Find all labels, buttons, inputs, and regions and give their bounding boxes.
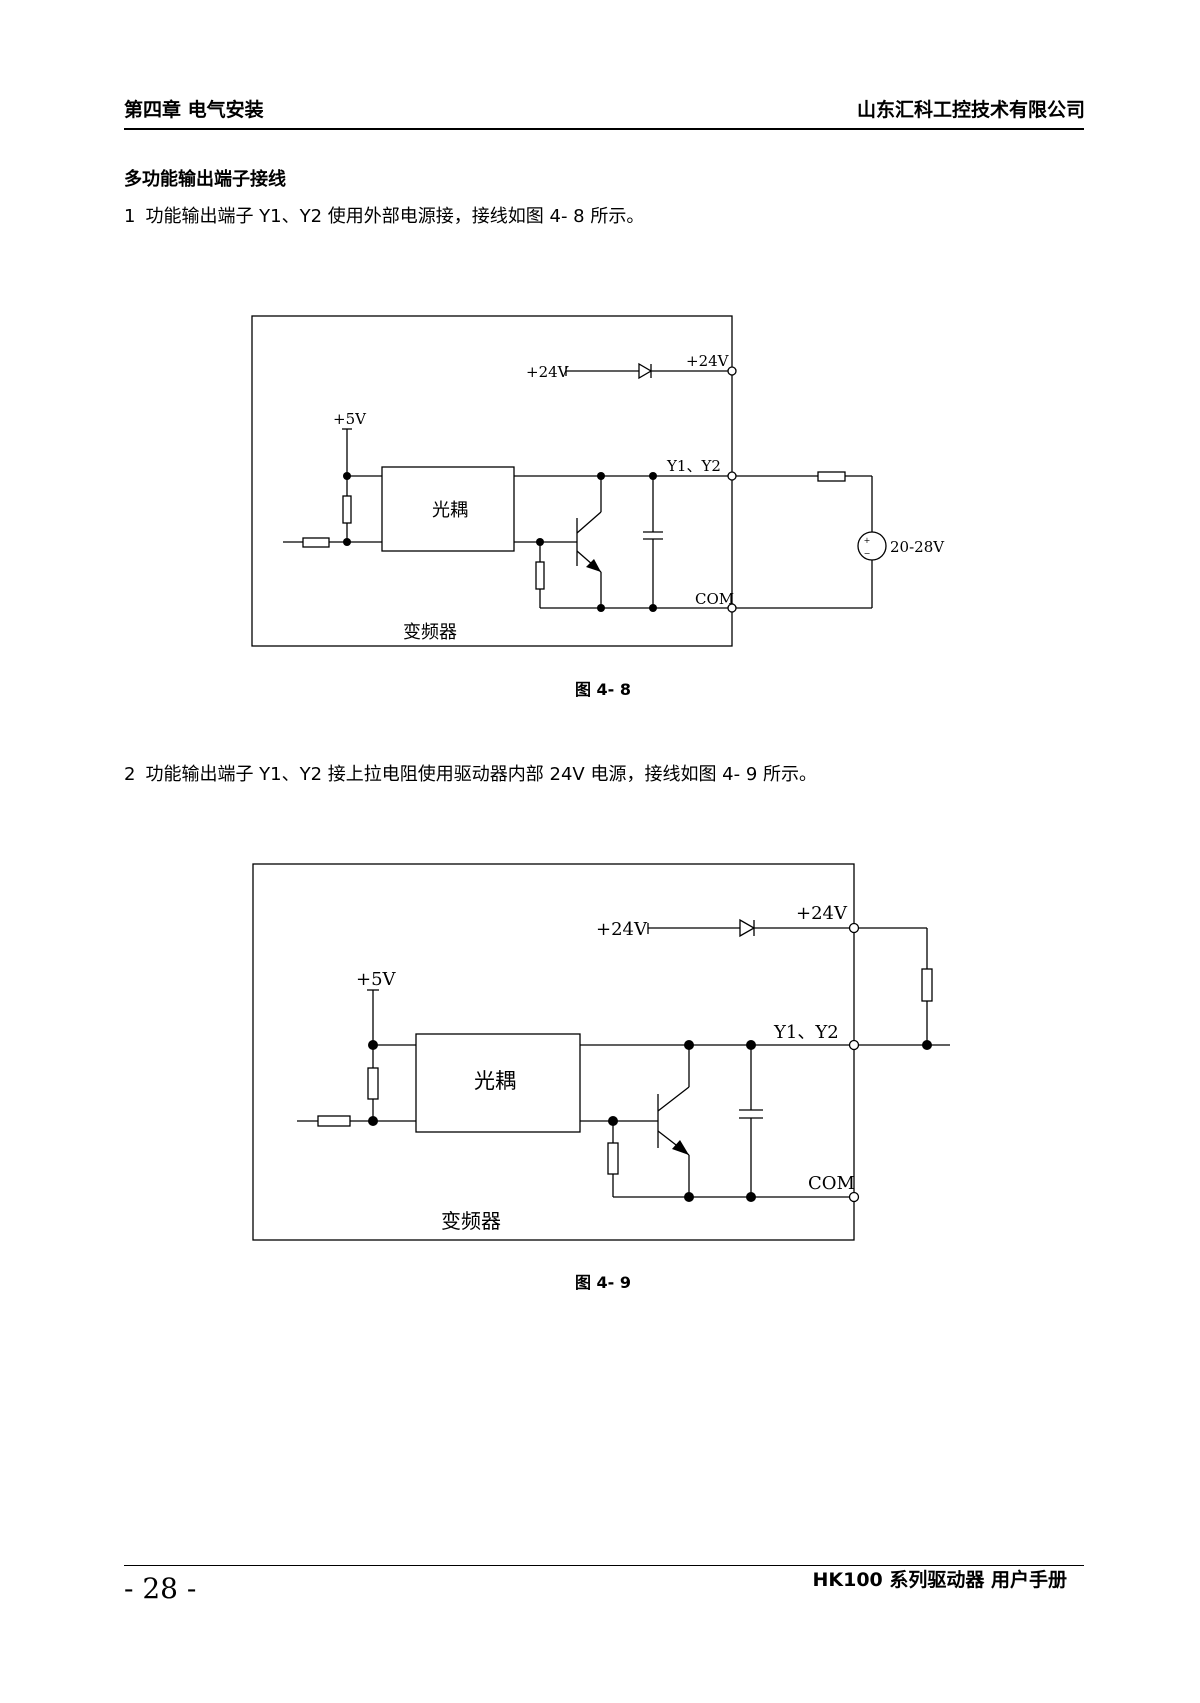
- plus24v-right-label: +24V: [686, 352, 730, 370]
- optocoupler-label: 光耦: [432, 500, 468, 521]
- y1-y2-label: Y1、Y2: [773, 1022, 839, 1043]
- inverter-label: 变频器: [403, 622, 457, 643]
- svg-text:−: −: [864, 549, 871, 558]
- optocoupler-box: [381, 466, 515, 552]
- plus24v-right-label: +24V: [796, 903, 848, 924]
- resistor: [607, 1142, 619, 1175]
- optocoupler-label: 光耦: [474, 1069, 516, 1093]
- svg-text:+: +: [864, 536, 871, 545]
- supply-voltage-label: 20-28V: [890, 538, 945, 556]
- optocoupler-box: [415, 1033, 581, 1133]
- y1-y2-label: Y1、Y2: [666, 457, 721, 475]
- figure-4-8-circuit: + − +24V +24V +5V Y1、Y2 光耦 COM 变频器 20-28…: [251, 315, 945, 647]
- paragraph-1: 1 功能输出端子 Y1、Y2 使用外部电源接，接线如图 4- 8 所示。: [124, 205, 644, 229]
- diode-symbol: [739, 918, 756, 938]
- figure-caption: 图 4- 8: [574, 680, 632, 699]
- inverter-label: 变频器: [441, 1209, 501, 1233]
- plus5v-label: +5V: [333, 410, 367, 428]
- resistor: [367, 1067, 379, 1100]
- plus24v-left-label: +24V: [526, 363, 570, 381]
- com-label: COM: [808, 1173, 855, 1194]
- paragraph-number: 1: [124, 206, 136, 227]
- page-number: - 28 -: [124, 1572, 197, 1605]
- plus5v-label: +5V: [356, 969, 397, 990]
- manual-title: HK100 系列驱动器 用户手册: [812, 1569, 1067, 1591]
- inverter-boundary: [251, 315, 733, 647]
- resistor: [317, 1115, 351, 1127]
- chapter-title: 第四章 电气安装: [124, 99, 264, 121]
- paragraph-text: 功能输出端子 Y1、Y2 接上拉电阻使用驱动器内部 24V 电源，接线如图 4-…: [145, 764, 818, 785]
- paragraph-number: 2: [124, 764, 136, 785]
- paragraph-2: 2 功能输出端子 Y1、Y2 接上拉电阻使用驱动器内部 24V 电源，接线如图 4…: [124, 763, 817, 787]
- section-title: 多功能输出端子接线: [124, 169, 286, 190]
- resistor: [921, 968, 933, 1002]
- inverter-boundary: [252, 863, 855, 1241]
- figure-4-9-circuit: +24V +24V +5V Y1、Y2 光耦 COM 变频器: [252, 863, 950, 1241]
- diode-symbol: [638, 362, 653, 380]
- company-name: 山东汇科工控技术有限公司: [856, 99, 1085, 121]
- footer-divider: [124, 1565, 1084, 1566]
- com-label: COM: [695, 590, 734, 608]
- paragraph-text: 功能输出端子 Y1、Y2 使用外部电源接，接线如图 4- 8 所示。: [145, 206, 645, 227]
- figure-caption: 图 4- 9: [574, 1273, 632, 1292]
- header-divider: [124, 128, 1084, 130]
- plus24v-left-label: +24V: [596, 919, 648, 940]
